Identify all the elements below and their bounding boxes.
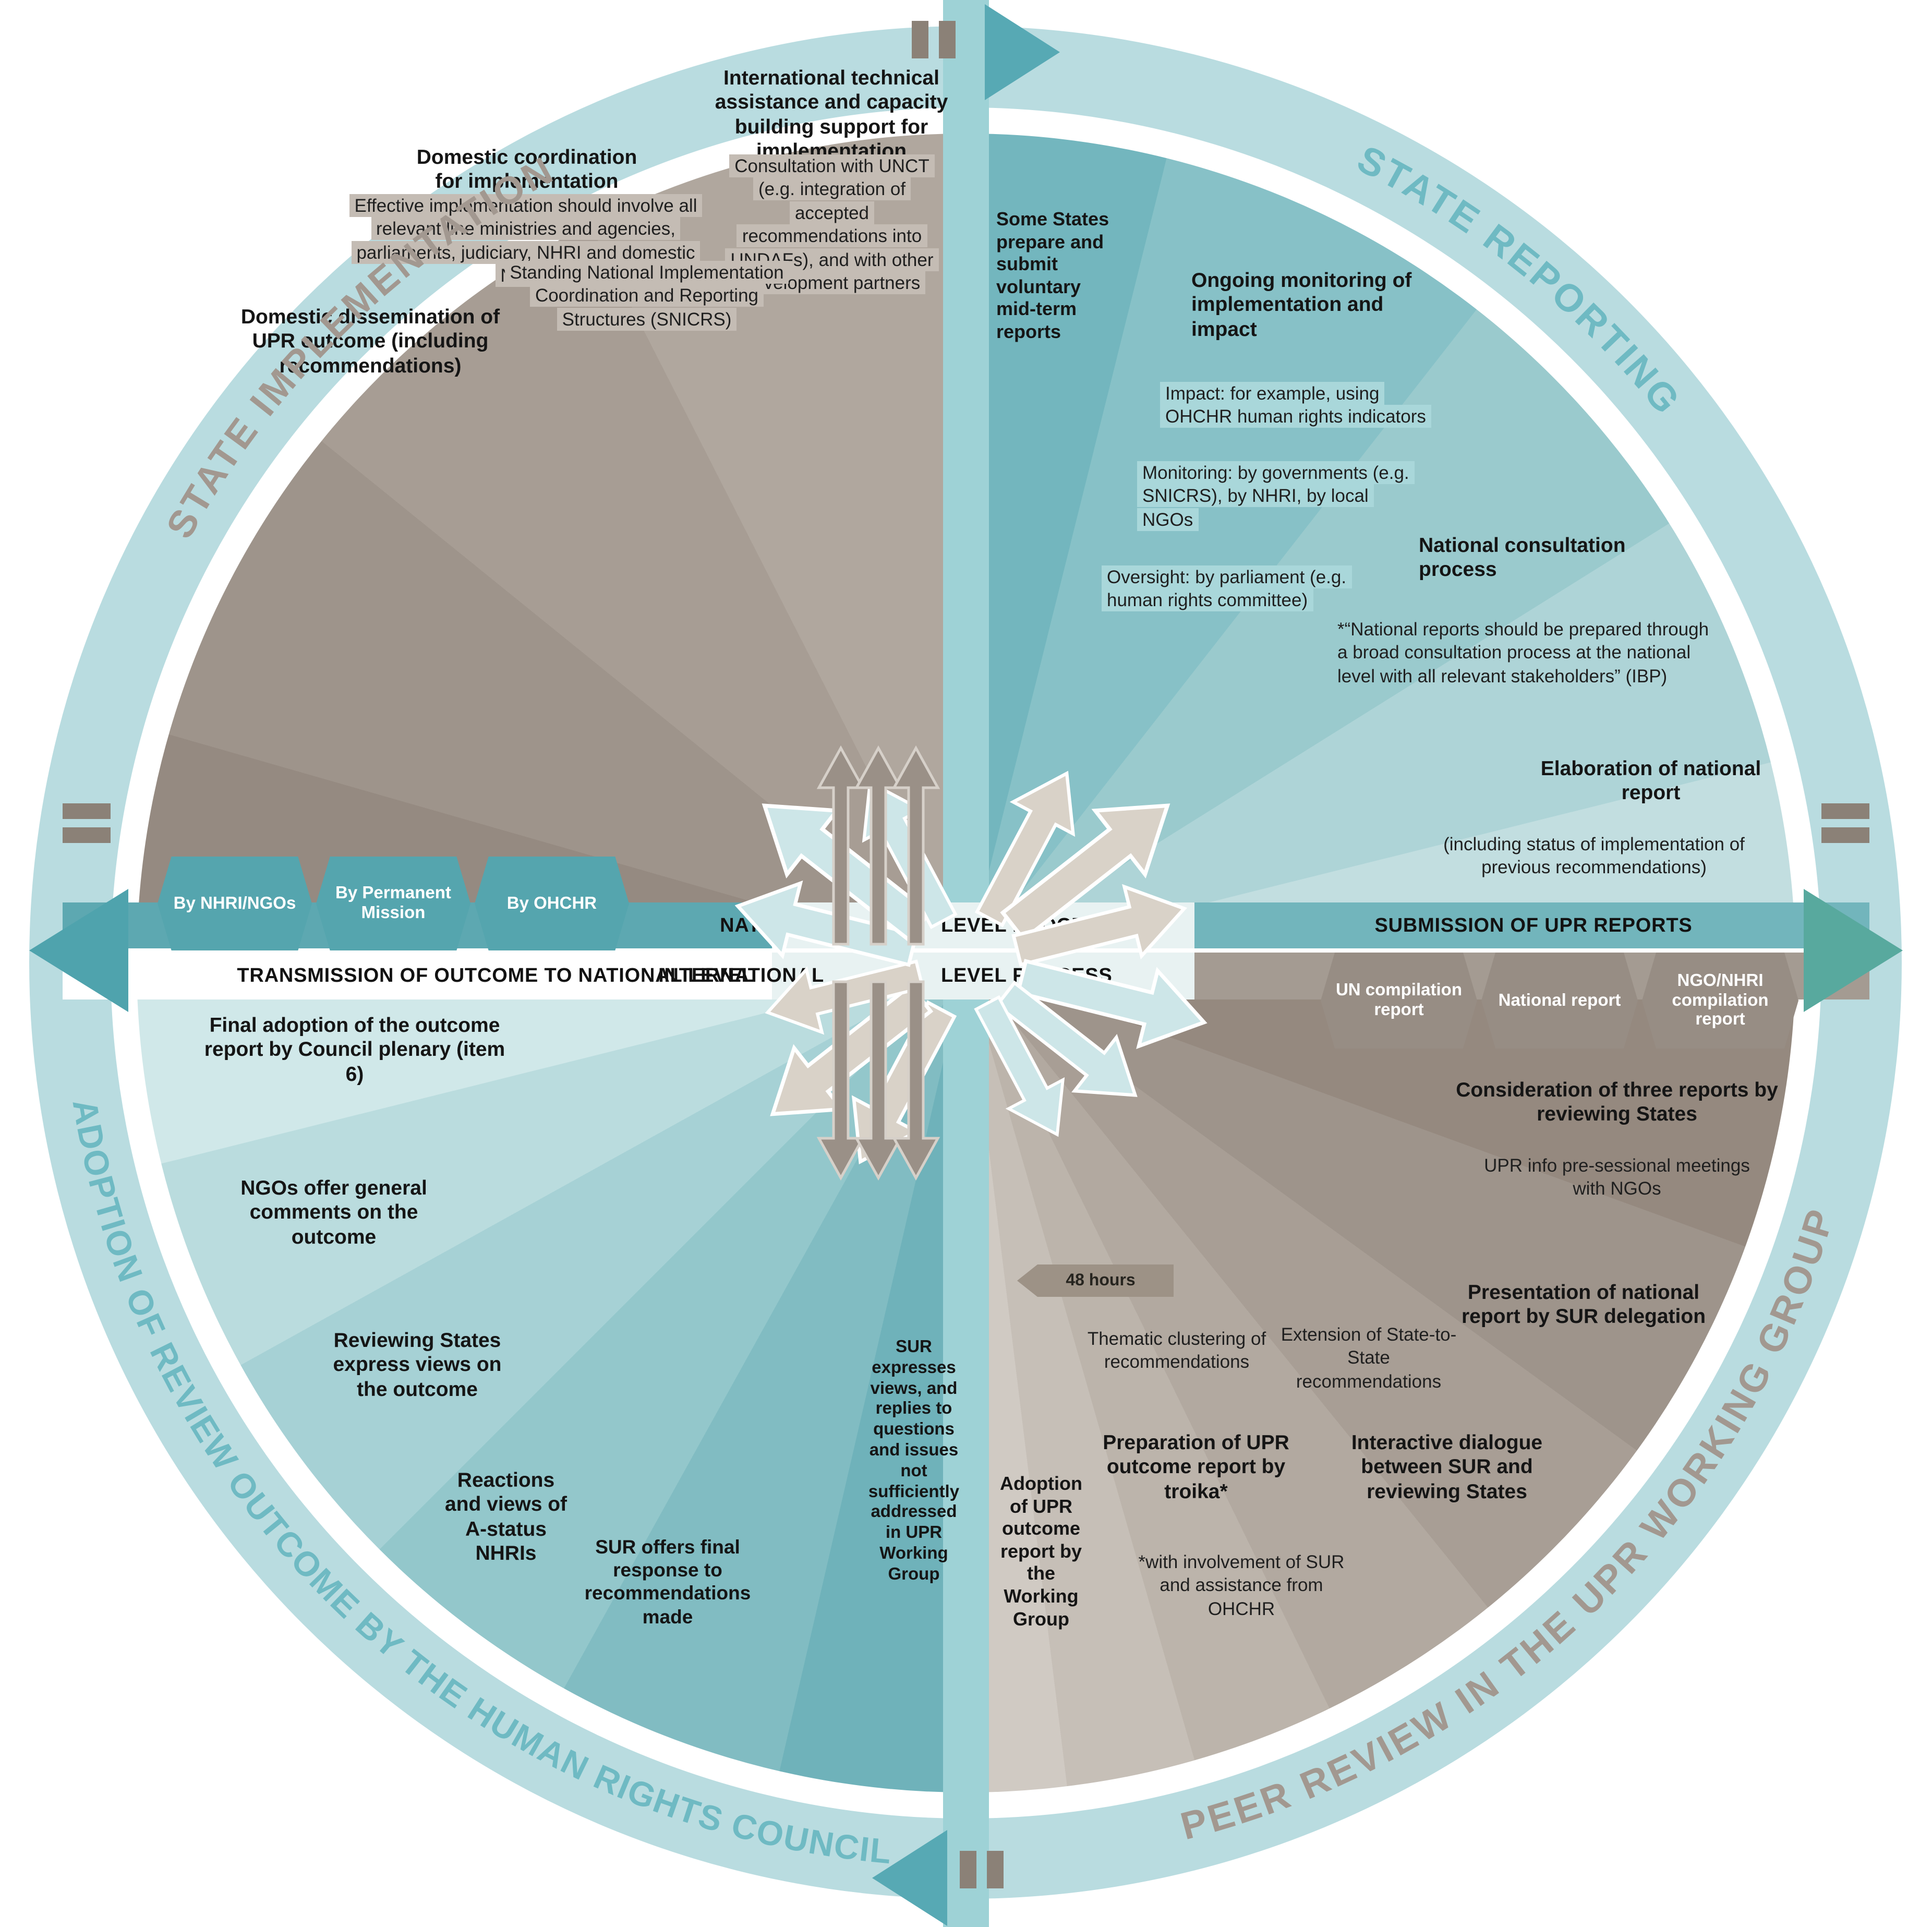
consideration-detail: UPR info pre-sessional meetings with NGO… [1484, 1155, 1750, 1199]
hexagon-label: By Permanent Mission [335, 884, 451, 922]
national-consultation-title: National consultation process [1419, 534, 1626, 582]
monitoring-title: Ongoing monitoring of implementation and… [1191, 269, 1412, 341]
ngo-comments-note: NGOs offer general comments on the outco… [240, 1177, 427, 1249]
domestic-coordination-title: Domestic coordination for implementation [416, 146, 637, 194]
sur-expresses-note: SUR expresses views, and replies to ques… [868, 1338, 960, 1584]
hexagon-ngo-nhri-compilation-report: NGO/NHRI compilation report [1642, 953, 1798, 1049]
elaboration-detail: (including status of implementation of p… [1443, 834, 1745, 878]
top-divider-stripe [943, 0, 989, 904]
title-state-implementation: STATE IMPLEMENTATION [158, 148, 561, 546]
title-state-reporting: STATE REPORTING [1351, 137, 1690, 423]
pause-bars-top-icon [912, 21, 956, 58]
midterm-reports-note: Some States prepare and submit voluntary… [996, 209, 1109, 342]
band-segment-teal-right [1194, 902, 1869, 948]
hexagon-label: UN compilation report [1335, 981, 1462, 1019]
band-divider [63, 948, 1869, 953]
hexagon-by-nhri-ngos: By NHRI/NGOs [158, 857, 312, 950]
national-consultation-detail: *“National reports should be prepared th… [1337, 619, 1709, 687]
extension-note: Extension of State-to-State recommendati… [1281, 1324, 1457, 1392]
elaboration-title: Elaboration of national report [1540, 757, 1761, 805]
hexagon-by-permanent-mission: By Permanent Mission [316, 857, 470, 950]
reviewing-states-note: Reviewing States express views on the ou… [333, 1329, 502, 1401]
final-adoption-note: Final adoption of the outcome report by … [204, 1014, 505, 1086]
hexagon-label: By NHRI/NGOs [173, 894, 296, 913]
title-state-reporting-text: STATE REPORTING [1351, 137, 1687, 423]
wg-adoption-note: Adoption of UPR outcome report by the Wo… [1000, 1473, 1082, 1630]
submission-label: SUBMISSION OF UPR REPORTS [1374, 915, 1693, 937]
nhri-reactions-note: Reactions and views of A-status NHRIs [444, 1469, 567, 1565]
snicrs-note: Standing National Implementation Coordin… [490, 261, 803, 331]
title-adoption-outcome: ADOPTION OF REVIEW OUTCOME BY THE HUMAN … [65, 1097, 893, 1871]
title-adoption-outcome-text: ADOPTION OF REVIEW OUTCOME BY THE HUMAN … [65, 1097, 892, 1871]
title-state-implementation-text: STATE IMPLEMENTATION [158, 148, 559, 546]
pause-bars-bottom-icon [960, 1851, 1004, 1888]
oversight-note: Oversight: by parliament (e.g. human rig… [1102, 565, 1352, 612]
intl-assistance-title: International technical assistance and c… [715, 67, 948, 163]
title-peer-review-text: PEER REVIEW IN THE UPR WORKING GROUP [1176, 1202, 1840, 1848]
band-segment-white-left [63, 953, 772, 999]
monitoring-note: Monitoring: by governments (e.g. SNICRS)… [1137, 461, 1429, 531]
hexagon-un-compilation-report: UN compilation report [1321, 953, 1477, 1049]
bottom-divider-stripe [943, 999, 989, 1927]
consideration-title: Consideration of three reports by review… [1456, 1079, 1778, 1126]
pause-bars-right-icon [1821, 803, 1869, 843]
interactive-dialogue-note: Interactive dialogue between SUR and rev… [1351, 1431, 1543, 1503]
hexagon-label: By OHCHR [506, 894, 597, 913]
clustering-note: Thematic clustering of recommendations [1087, 1328, 1266, 1372]
hexagon-national-report: National report [1481, 953, 1638, 1049]
troika-detail: *with involvement of SUR and assistance … [1138, 1551, 1345, 1619]
oversight-text: Oversight: by parliament (e.g. human rig… [1102, 565, 1352, 612]
title-peer-review: PEER REVIEW IN THE UPR WORKING GROUP [1176, 1202, 1843, 1848]
hexagon-by-ohchr: By OHCHR [475, 857, 629, 950]
troika-title: Preparation of UPR outcome report by tro… [1103, 1431, 1289, 1503]
pause-bars-left-icon [63, 803, 111, 843]
impact-note: Impact: for example, using OHCHR human r… [1160, 382, 1442, 429]
dissemination-title: Domestic dissemination of UPR outcome (i… [240, 306, 500, 378]
sur-final-response-note: SUR offers final response to recommendat… [584, 1536, 751, 1628]
hexagon-label: National report [1498, 991, 1621, 1010]
48-hours-badge: 48 hours [1017, 1264, 1174, 1297]
presentation-note: Presentation of national report by SUR d… [1461, 1281, 1706, 1329]
transmission-label: TRANSMISSION OF OUTCOME TO NATIONAL LEVE… [237, 965, 754, 987]
hexagon-label: NGO/NHRI compilation report [1672, 971, 1769, 1029]
